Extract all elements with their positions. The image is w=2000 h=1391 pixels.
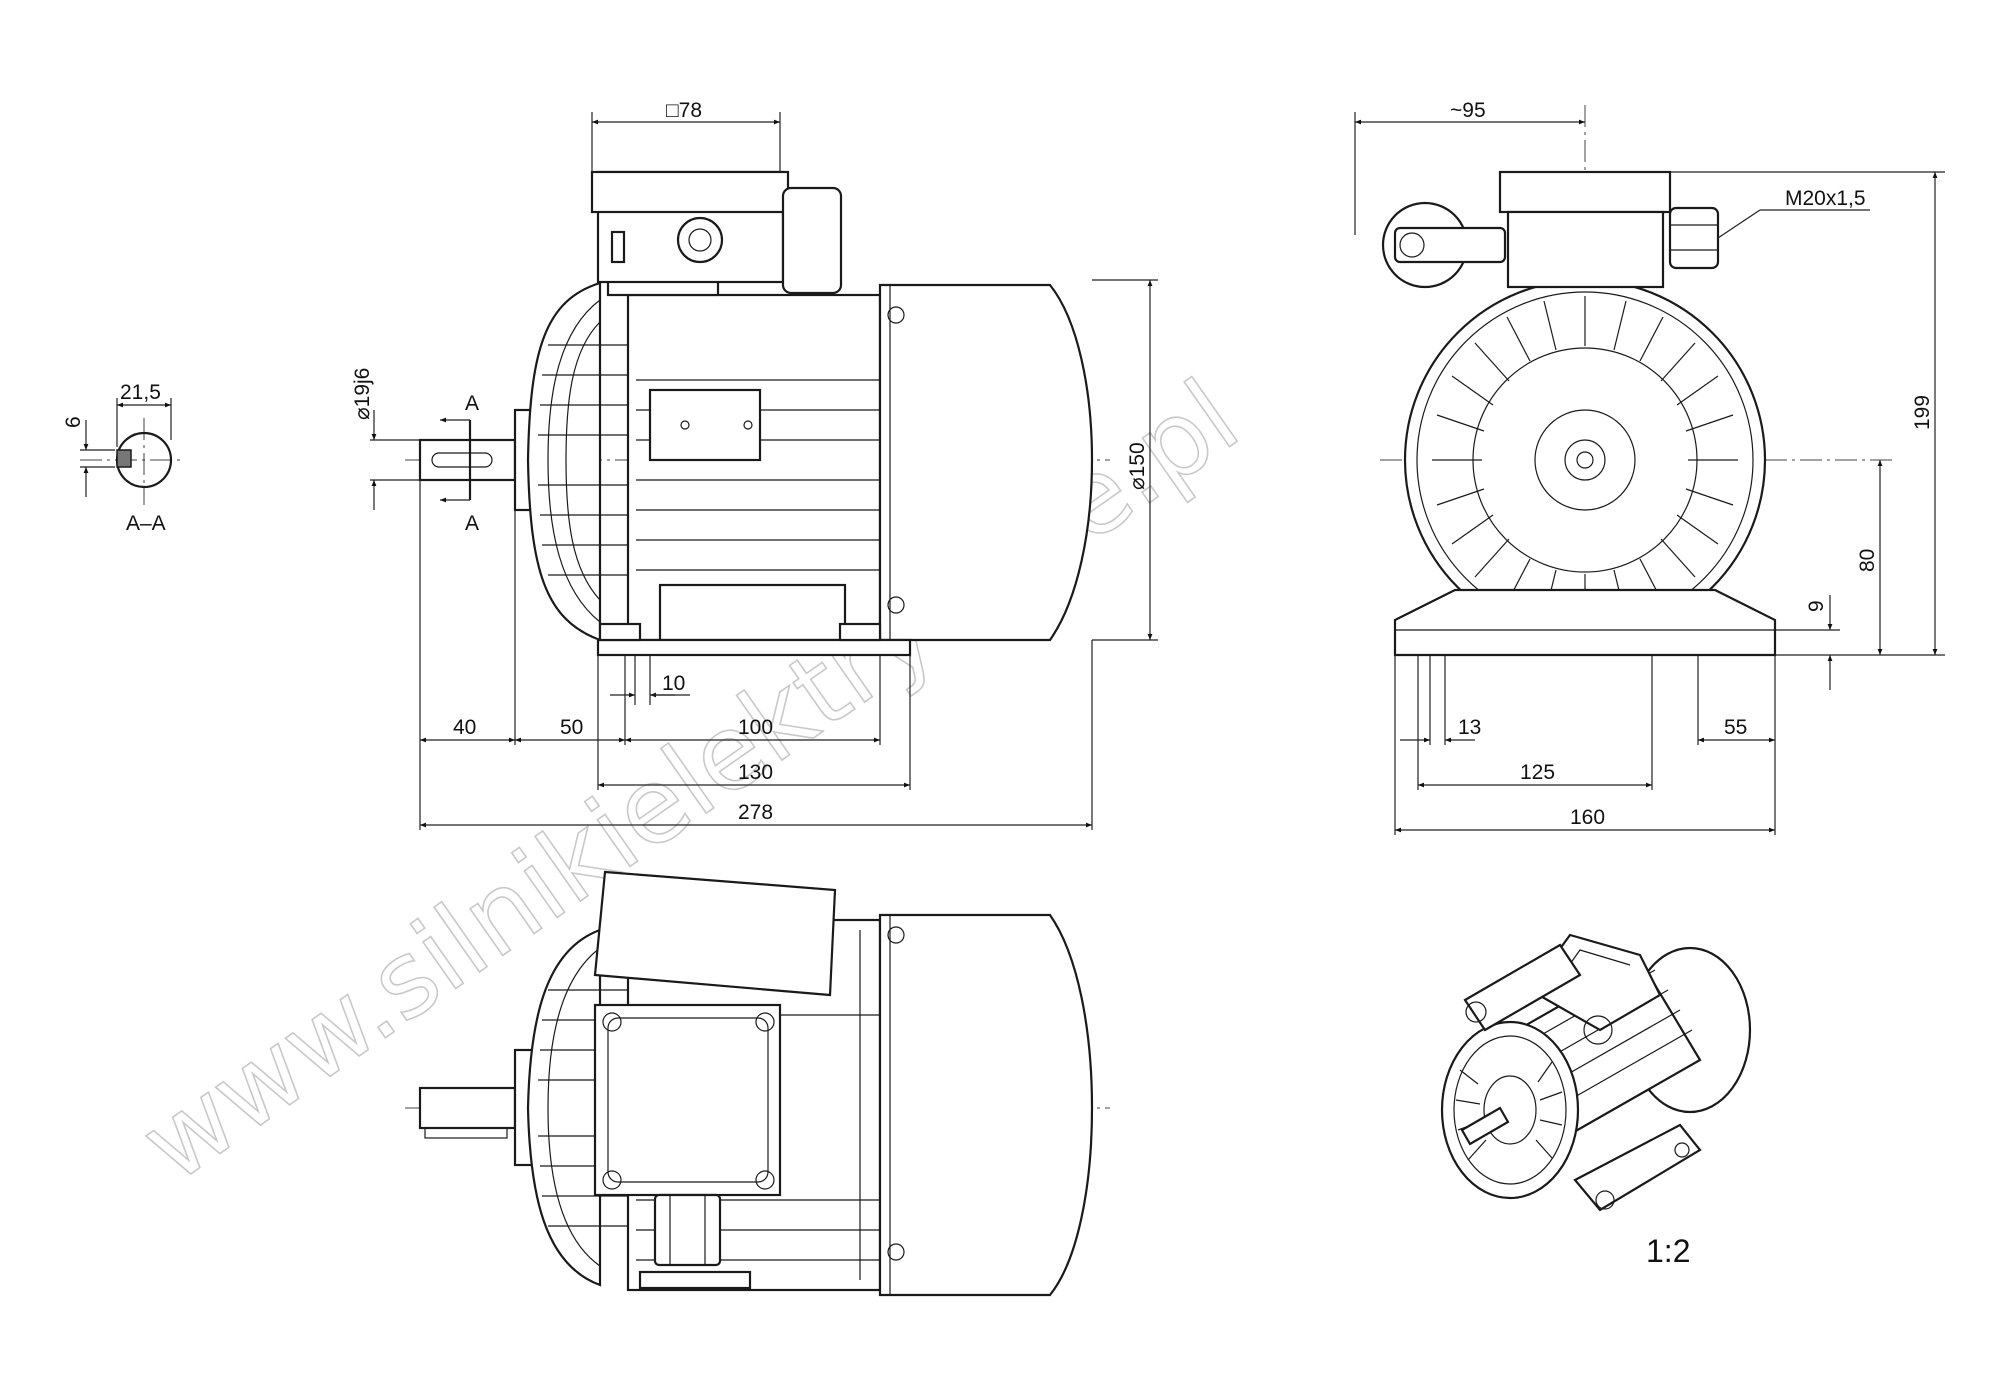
isometric-view: 1:2 xyxy=(1440,933,1752,1269)
shaft-diameter-label: ⌀19j6 xyxy=(351,368,374,420)
overall-length-label: 278 xyxy=(738,801,773,824)
section-width-label: 21,5 xyxy=(120,381,161,404)
end-view: ~95 M20x1,5 199 80 9 13 55 xyxy=(1354,99,1945,835)
end-foot-spacing-label: 125 xyxy=(1520,761,1555,784)
overall-height-label: 199 xyxy=(1911,395,1934,430)
shaft-height-label: 80 xyxy=(1856,549,1879,572)
side-view: A A □78 ⌀19j6 ⌀150 10 40 xyxy=(351,99,1158,830)
foot-width-label: 160 xyxy=(1570,806,1605,829)
section-key-height-label: 6 xyxy=(62,416,85,428)
terminal-box-size-label: □78 xyxy=(666,99,702,122)
shaft-length-label: 40 xyxy=(453,716,476,739)
fan-ribs xyxy=(538,344,630,576)
top-view xyxy=(405,870,1110,1297)
section-mark-upper: A xyxy=(465,392,479,415)
foot-spacing-label: 100 xyxy=(738,716,773,739)
frame-diameter-label: ⌀150 xyxy=(1126,442,1149,490)
end-foot-hole-label: 13 xyxy=(1458,716,1481,739)
section-a-a: 21,5 6 A–A xyxy=(62,381,182,535)
foot-hole-label: 10 xyxy=(662,672,685,695)
foot-length-label: 130 xyxy=(738,761,773,784)
gland-thread-label: M20x1,5 xyxy=(1785,187,1866,210)
cooling-fins xyxy=(1432,296,1738,624)
box-offset-label: ~95 xyxy=(1450,99,1486,122)
section-mark-lower: A xyxy=(465,512,479,535)
foot-edge-label: 55 xyxy=(1724,716,1747,739)
foot-thickness-label: 9 xyxy=(1805,600,1828,612)
section-title: A–A xyxy=(126,512,166,535)
shoulder-length-label: 50 xyxy=(560,716,583,739)
scale-label: 1:2 xyxy=(1646,1233,1690,1269)
